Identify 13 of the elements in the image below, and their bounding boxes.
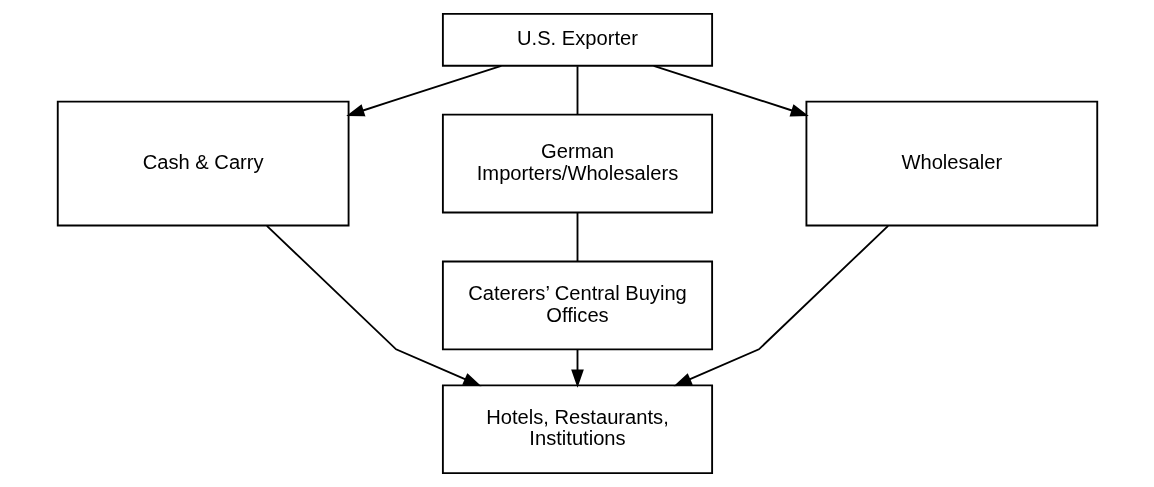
arrow bbox=[570, 348, 584, 388]
arrow bbox=[345, 64, 502, 117]
node-box: Wholesaler bbox=[805, 100, 1098, 227]
node-box: German Importers/Wholesalers bbox=[441, 113, 713, 214]
node-box: Caterers’ Central Buying Offices bbox=[441, 260, 713, 351]
connector bbox=[576, 211, 578, 263]
connector bbox=[576, 65, 578, 116]
arrow bbox=[673, 224, 889, 387]
arrow bbox=[265, 224, 481, 387]
node-box: Cash & Carry bbox=[56, 100, 349, 227]
arrow bbox=[652, 64, 809, 117]
node-box: U.S. Exporter bbox=[441, 12, 713, 67]
node-box: Hotels, Restaurants, Institutions bbox=[441, 384, 713, 475]
